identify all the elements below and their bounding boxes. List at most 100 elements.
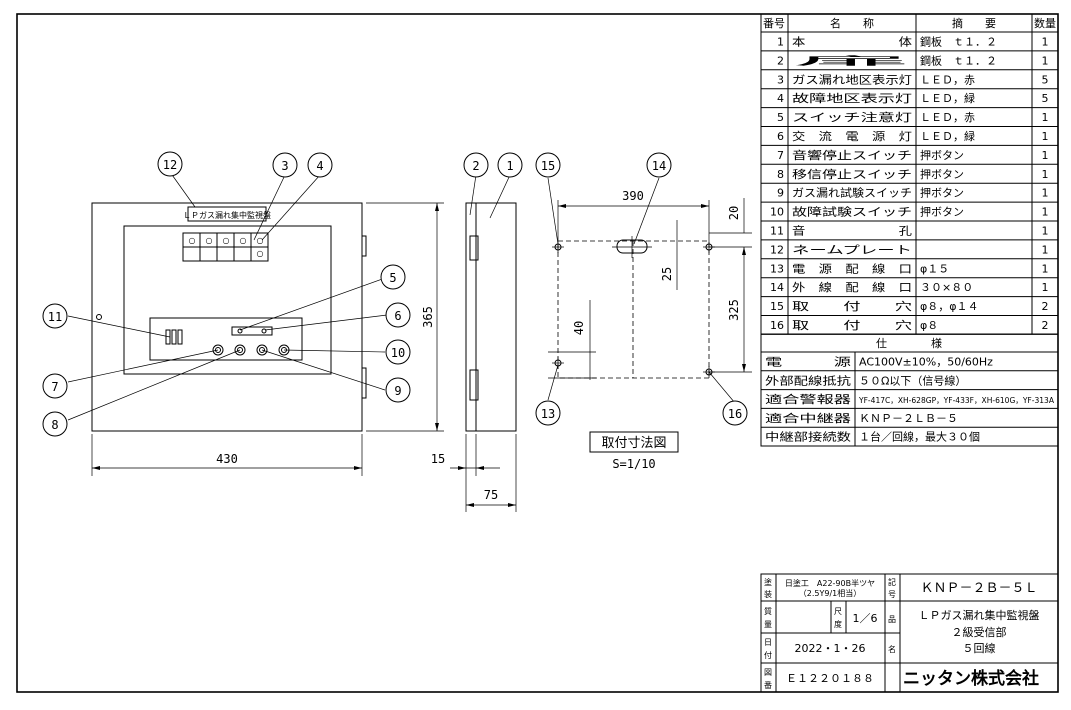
push-buttons bbox=[212, 344, 290, 356]
part-spec: 鋼板 ｔ１．２ bbox=[920, 35, 997, 49]
part-name: 故障試験スイッチ bbox=[792, 205, 912, 219]
part-spec: ＬＥＤ，緑 bbox=[920, 91, 975, 105]
svg-text:○: ○ bbox=[206, 236, 213, 245]
svg-text:5: 5 bbox=[389, 271, 396, 285]
callout-8: 8 bbox=[42, 411, 68, 437]
mount-bottom-dimension: 40 bbox=[572, 321, 586, 335]
mount-top-dimension: 20 bbox=[727, 206, 741, 220]
part-qty: 1 bbox=[1042, 149, 1049, 162]
callout-7: 7 bbox=[42, 373, 68, 399]
part-no: 11 bbox=[770, 225, 784, 238]
spec-row: 中継部接続数 １台／回線，最大３０個 bbox=[765, 430, 980, 444]
part-qty: 1 bbox=[1042, 54, 1049, 67]
svg-text:付: 付 bbox=[764, 650, 772, 660]
svg-text:8: 8 bbox=[51, 418, 58, 432]
mount-title-frame bbox=[589, 431, 679, 453]
part-no: 5 bbox=[777, 111, 784, 124]
part-name: ガス漏れ試験スイッチ bbox=[792, 186, 912, 200]
model-number: ＫＮＰ－２Ｂ－５Ｌ bbox=[920, 581, 1037, 596]
part-no: 3 bbox=[777, 73, 784, 86]
indicator-strip bbox=[231, 326, 273, 336]
part-no: 9 bbox=[777, 187, 784, 200]
part-qty: 1 bbox=[1042, 187, 1049, 200]
svg-text:尺: 尺 bbox=[834, 607, 842, 616]
part-spec: ＬＥＤ，赤 bbox=[920, 73, 975, 86]
part-qty: 1 bbox=[1042, 225, 1049, 238]
mount-scale: S=1/10 bbox=[612, 457, 655, 471]
svg-text:13: 13 bbox=[541, 407, 555, 421]
spec-label: 外部配線抵抗 bbox=[765, 373, 851, 387]
part-qty: 1 bbox=[1042, 168, 1049, 181]
drawing-scale: 1／6 bbox=[853, 612, 878, 625]
spec-label: 中継部接続数 bbox=[765, 430, 851, 444]
part-name: 外 線 配 線 口 bbox=[792, 280, 912, 294]
part-name: 故障地区表示灯 bbox=[792, 91, 912, 105]
svg-text:11: 11 bbox=[48, 310, 62, 324]
svg-text:○: ○ bbox=[257, 236, 264, 245]
side-view: 15 75 bbox=[431, 202, 517, 512]
part-no: 1 bbox=[777, 36, 784, 49]
part-spec: 押ボタン bbox=[920, 167, 964, 181]
svg-text:名: 名 bbox=[888, 644, 896, 654]
part-spec: ＬＥＤ，緑 bbox=[920, 129, 975, 143]
spec-header: 仕 様 bbox=[876, 336, 942, 350]
door-lock-icon bbox=[96, 314, 102, 320]
part-qty: 1 bbox=[1042, 130, 1049, 143]
part-no: 2 bbox=[777, 54, 784, 67]
part-no: 8 bbox=[777, 168, 784, 181]
spec-label: 適合中継器 bbox=[765, 411, 851, 425]
callout-13: 13 bbox=[535, 400, 561, 426]
callout-2: 2 bbox=[463, 152, 489, 178]
svg-text:号: 号 bbox=[888, 590, 896, 599]
part-name: ネームプレート bbox=[792, 243, 912, 256]
part-name: 移信停止スイッチ bbox=[792, 167, 912, 181]
svg-text:16: 16 bbox=[728, 407, 742, 421]
part-no: 13 bbox=[770, 262, 784, 275]
part-qty: 1 bbox=[1042, 281, 1049, 294]
product-name-line-3: ５回線 bbox=[963, 641, 996, 655]
svg-text:9: 9 bbox=[394, 384, 401, 398]
cabinet-outline bbox=[91, 202, 363, 432]
part-qty: 1 bbox=[1042, 243, 1049, 256]
part-no: 15 bbox=[770, 300, 784, 313]
mount-title: 取付寸法図 bbox=[601, 436, 666, 451]
callout-11: 11 bbox=[42, 303, 68, 329]
paint-value-1: 日塗工 A22-90B半ツヤ bbox=[785, 578, 875, 588]
callout-15: 15 bbox=[535, 152, 561, 178]
nameplate-text: ＬＰガス漏れ集中監視盤 bbox=[183, 210, 271, 220]
svg-text:15: 15 bbox=[541, 159, 555, 173]
svg-text:3: 3 bbox=[281, 159, 288, 173]
mount-width-dimension: 390 bbox=[622, 189, 644, 203]
spec-label: 電 源 bbox=[765, 355, 851, 369]
svg-text:品: 品 bbox=[888, 615, 896, 624]
part-name: 交 流 電 源 灯 bbox=[792, 129, 912, 143]
part-name: 音響停止スイッチ bbox=[792, 148, 912, 162]
parts-row: 8 移信停止スイッチ押ボタン 1 bbox=[777, 167, 1049, 181]
part-qty: 1 bbox=[1042, 206, 1049, 219]
svg-text:1: 1 bbox=[506, 159, 513, 173]
spec-value: １台／回線，最大３０個 bbox=[859, 430, 980, 444]
svg-text:○: ○ bbox=[189, 236, 196, 245]
mount-height-dimension: 325 bbox=[727, 299, 741, 321]
part-qty: 2 bbox=[1042, 319, 1049, 332]
part-no: 4 bbox=[777, 92, 784, 105]
callout-1: 1 bbox=[497, 152, 523, 178]
spec-label: 適合警報器 bbox=[765, 392, 851, 406]
part-spec: 押ボタン bbox=[920, 148, 964, 162]
part-qty: 5 bbox=[1042, 73, 1049, 86]
mount-hole-dimension: 25 bbox=[660, 267, 674, 281]
side-body-outline bbox=[465, 202, 517, 432]
header-no: 番号 bbox=[763, 17, 785, 30]
callout-16: 16 bbox=[722, 400, 748, 426]
paint-label-char-2: 装 bbox=[764, 589, 772, 599]
part-no: 7 bbox=[777, 149, 784, 162]
